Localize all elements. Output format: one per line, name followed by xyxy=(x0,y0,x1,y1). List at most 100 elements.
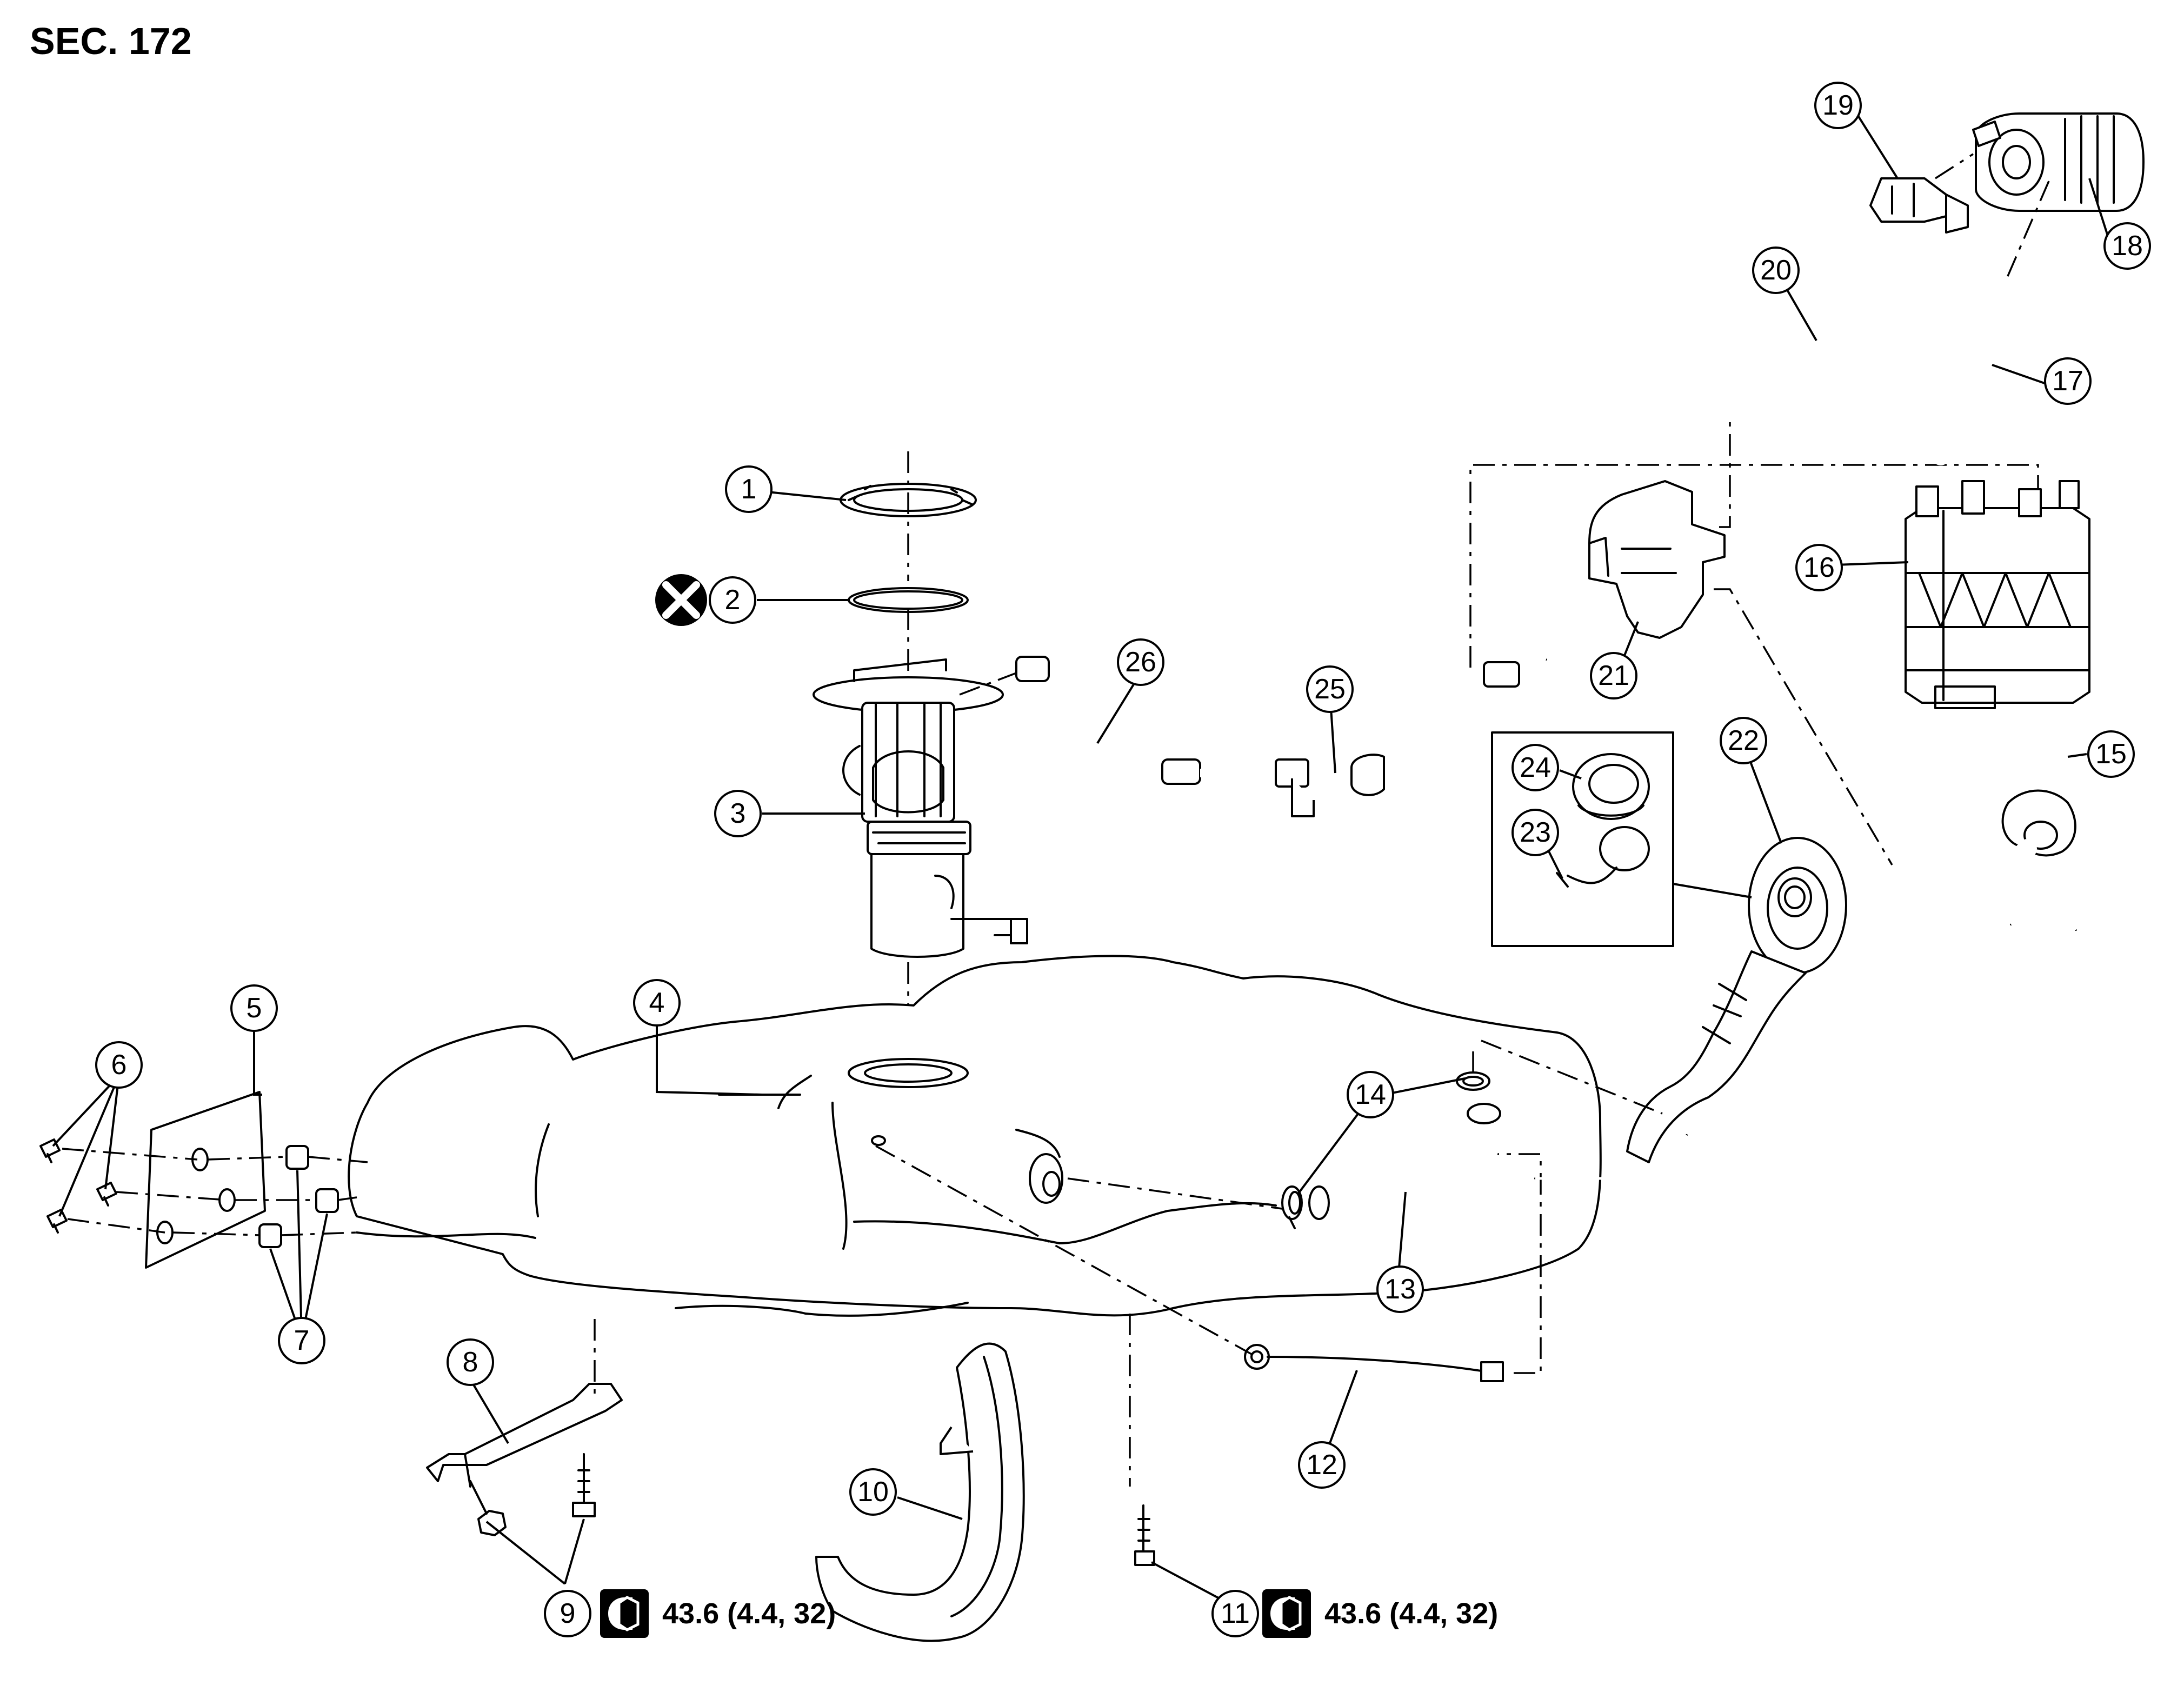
vent-dash-1 xyxy=(875,1145,1252,1355)
svg-text:10: 10 xyxy=(857,1476,889,1508)
svg-text:3: 3 xyxy=(730,798,746,829)
torque-spec-9: 43.6 (4.4, 32) xyxy=(600,1589,836,1638)
filter-dash-right xyxy=(2005,181,2050,282)
bolt xyxy=(469,1480,507,1536)
svg-text:20: 20 xyxy=(1760,255,1792,286)
svg-text:19: 19 xyxy=(1822,90,1854,121)
fuel-cap-inset xyxy=(1491,731,1752,947)
o-ring xyxy=(848,587,969,613)
callout-19: 19 xyxy=(1814,82,1862,129)
evap-hose-17 xyxy=(1932,264,2008,465)
svg-text:17: 17 xyxy=(2052,365,2083,397)
callout-3: 3 xyxy=(714,790,762,837)
clip xyxy=(46,1209,68,1234)
evap-hose-15 xyxy=(1866,789,2083,989)
filter-dash-left xyxy=(1935,153,1974,179)
callout-12: 12 xyxy=(1298,1441,1346,1489)
vent-tube xyxy=(1244,1344,1504,1382)
svg-text:12: 12 xyxy=(1306,1449,1337,1481)
torque-spec-11: 43.6 (4.4, 32) xyxy=(1262,1589,1498,1638)
svg-text:2: 2 xyxy=(725,584,741,616)
callout-22: 22 xyxy=(1720,717,1767,764)
bushing xyxy=(258,1223,282,1248)
evap-solenoid xyxy=(1869,177,1969,234)
svg-text:6: 6 xyxy=(111,1049,127,1081)
callout-24: 24 xyxy=(1512,744,1559,791)
svg-text:7: 7 xyxy=(294,1325,310,1356)
svg-text:13: 13 xyxy=(1384,1274,1416,1305)
callouts: 1 2 3 4 5 6 7 8 9 10 11 12 13 14 15 16 1… xyxy=(95,82,2151,1637)
hose-dash-26 xyxy=(959,672,1017,696)
svg-text:4: 4 xyxy=(649,987,665,1018)
bushings xyxy=(258,1145,339,1248)
fuel-feed-hose xyxy=(1006,656,1201,787)
cap-tether xyxy=(1556,826,1650,888)
do-not-reuse-icon xyxy=(655,574,707,626)
hose-clamp xyxy=(1281,1185,1303,1229)
bushing-dash-lines xyxy=(172,1156,368,1236)
tank-strap xyxy=(815,1342,1025,1642)
callout-7: 7 xyxy=(278,1317,325,1364)
valve-dash-bottom xyxy=(1714,588,1893,865)
clip xyxy=(39,1138,61,1163)
callout-25: 25 xyxy=(1306,665,1354,713)
callout-6: 6 xyxy=(95,1041,143,1089)
callout-4: 4 xyxy=(633,979,681,1027)
svg-text:5: 5 xyxy=(247,992,262,1024)
callout-13: 13 xyxy=(1376,1265,1424,1313)
fuel-pump-assembly xyxy=(813,658,1028,958)
svg-text:16: 16 xyxy=(1803,552,1835,583)
clip-dash-lines xyxy=(62,1148,228,1234)
callout-10: 10 xyxy=(849,1468,897,1516)
callout-5: 5 xyxy=(230,984,278,1032)
svg-text:8: 8 xyxy=(463,1347,478,1378)
torque-value-9: 43.6 (4.4, 32) xyxy=(662,1597,836,1630)
bushing xyxy=(285,1145,309,1170)
section-label: SEC. 172 xyxy=(30,20,192,62)
callout-8: 8 xyxy=(447,1338,494,1386)
fuel-tube-assembly xyxy=(1199,651,1548,817)
evap-canister xyxy=(1905,480,2090,709)
vent-dash-2 xyxy=(1497,1153,1542,1374)
svg-text:25: 25 xyxy=(1314,674,1346,705)
neck-dash xyxy=(1481,1040,1663,1115)
torque-value-11: 43.6 (4.4, 32) xyxy=(1324,1597,1498,1630)
torque-wrench-icon xyxy=(600,1589,649,1638)
bolts-9 xyxy=(469,1453,596,1536)
tank-bracket xyxy=(426,1383,623,1488)
valve-dash-left xyxy=(1469,464,2039,668)
filler-neck xyxy=(1534,837,1847,1180)
callout-20: 20 xyxy=(1752,246,1800,294)
valve-dash-top xyxy=(1719,419,1731,528)
callout-18: 18 xyxy=(2103,222,2151,270)
callout-15: 15 xyxy=(2087,730,2135,778)
torque-wrench-icon xyxy=(1262,1589,1311,1638)
bolt-11 xyxy=(1134,1504,1155,1566)
bolt xyxy=(572,1453,596,1517)
callout-26: 26 xyxy=(1117,638,1164,686)
bushing xyxy=(315,1188,339,1213)
svg-text:24: 24 xyxy=(1520,752,1551,783)
callout-21: 21 xyxy=(1590,652,1637,699)
callout-14: 14 xyxy=(1347,1071,1394,1118)
clips xyxy=(39,1138,117,1234)
svg-text:9: 9 xyxy=(560,1598,576,1629)
tank-filler-port xyxy=(1029,1153,1063,1204)
svg-text:18: 18 xyxy=(2112,230,2143,262)
callout-17: 17 xyxy=(2044,357,2092,405)
svg-text:23: 23 xyxy=(1520,817,1551,848)
evap-hose-20 xyxy=(1753,226,1872,412)
callout-1: 1 xyxy=(725,465,773,513)
svg-text:1: 1 xyxy=(741,474,757,505)
svg-text:21: 21 xyxy=(1598,660,1629,691)
svg-text:22: 22 xyxy=(1728,725,1759,756)
svg-text:14: 14 xyxy=(1355,1079,1386,1110)
hose-clamp xyxy=(1456,1071,1490,1091)
callout-11: 11 xyxy=(1211,1590,1259,1637)
fuel-filler-cap xyxy=(1572,753,1650,820)
svg-text:26: 26 xyxy=(1125,647,1156,678)
filler-hose xyxy=(1305,1091,1501,1220)
heat-insulator xyxy=(145,1091,266,1269)
evap-filter xyxy=(1972,112,2145,212)
